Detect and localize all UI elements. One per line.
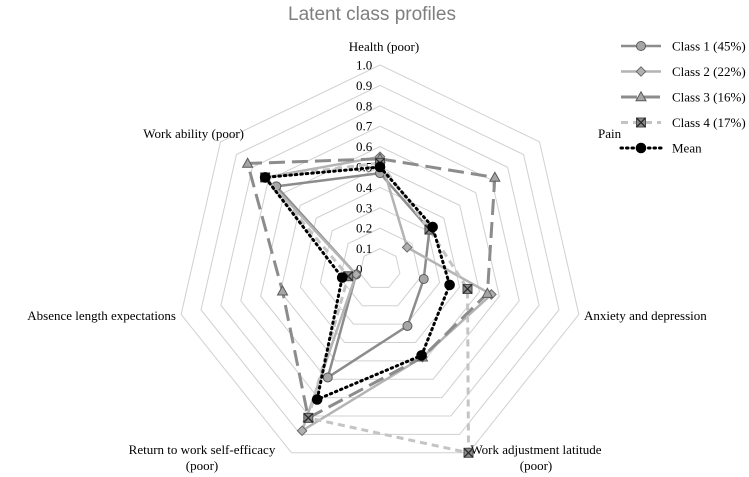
axis-label: Absence length expectations (27, 308, 176, 323)
axis-label: Anxiety and depression (584, 308, 707, 323)
grid-ring (200, 84, 560, 435)
tick-label: 0.5 (356, 160, 372, 175)
series-line (275, 171, 431, 379)
tick-label: 0.4 (356, 180, 373, 195)
legend-label: Class 3 (16%) (672, 90, 746, 105)
legend-item: Class 3 (16%) (621, 90, 746, 105)
grid-ring (240, 125, 520, 399)
grid-ring (339, 227, 421, 307)
data-point (462, 283, 473, 294)
radar-grid (180, 64, 580, 454)
data-point (463, 447, 474, 458)
axis-label: Work ability (poor) (143, 126, 244, 141)
data-point (427, 221, 438, 233)
data-point (296, 425, 308, 437)
series-line (246, 157, 497, 420)
tick-label: 0.7 (356, 119, 373, 134)
data-point (241, 157, 254, 168)
data-point (401, 241, 413, 253)
series-5 (259, 161, 455, 405)
data-point (488, 171, 501, 182)
data-point (374, 161, 386, 173)
series-line (263, 165, 452, 401)
tick-label: 0.6 (356, 139, 373, 154)
grid-ring (359, 248, 401, 288)
series-group (241, 151, 501, 458)
data-point (336, 272, 348, 283)
legend-item: Class 2 (22%) (621, 64, 746, 79)
grid-ring (319, 207, 441, 325)
radial-tick-labels: 0 0.1 0.2 0.3 0.4 0.5 0.6 0.7 0.8 0.9 1.0 (356, 58, 373, 277)
tick-label: 0.3 (356, 200, 372, 215)
legend-marker (635, 90, 647, 102)
axis-label: Work adjustment latitude (470, 442, 601, 457)
axis-label: (poor) (520, 458, 553, 473)
data-point (481, 287, 494, 298)
legend-label: Mean (672, 141, 702, 156)
legend-label: Class 1 (45%) (672, 39, 746, 54)
data-point (259, 172, 271, 183)
chart-title: Latent class profiles (288, 4, 456, 25)
data-point (311, 394, 323, 405)
data-point (276, 285, 289, 296)
legend-item: Class 4 (17%) (621, 115, 746, 130)
legend-label: Class 4 (17%) (672, 115, 746, 130)
grid-ring (180, 64, 580, 454)
data-point (444, 279, 455, 291)
legend-marker (635, 142, 647, 154)
legend-label: Class 2 (22%) (672, 64, 746, 79)
data-point (402, 320, 413, 331)
series-line (263, 155, 493, 432)
data-point (303, 412, 314, 423)
tick-label: 0.1 (356, 241, 372, 256)
grid-ring (220, 105, 540, 417)
legend-item: Mean (619, 141, 702, 156)
axis-label: Pain (598, 126, 622, 141)
tick-label: 0.2 (356, 221, 372, 236)
tick-label: 0.9 (356, 78, 372, 93)
legend-marker (636, 41, 646, 51)
data-point (416, 350, 427, 361)
tick-label: 0.8 (356, 98, 372, 113)
tick-label: 0 (356, 262, 363, 277)
data-point (322, 372, 333, 383)
tick-label: 1.0 (356, 58, 372, 73)
axis-label: Return to work self-efficacy (129, 442, 276, 457)
data-point (418, 273, 429, 284)
axis-label: (poor) (186, 458, 219, 473)
legend-marker (636, 117, 646, 128)
legend-item: Class 1 (45%) (621, 39, 746, 54)
series-2 (259, 151, 497, 437)
legend: Class 1 (45%) Class 2 (22%) Class 3 (16%) C… (619, 39, 746, 156)
axis-label: Health (poor) (349, 39, 419, 54)
series-line (263, 161, 471, 455)
legend-marker (635, 66, 647, 77)
